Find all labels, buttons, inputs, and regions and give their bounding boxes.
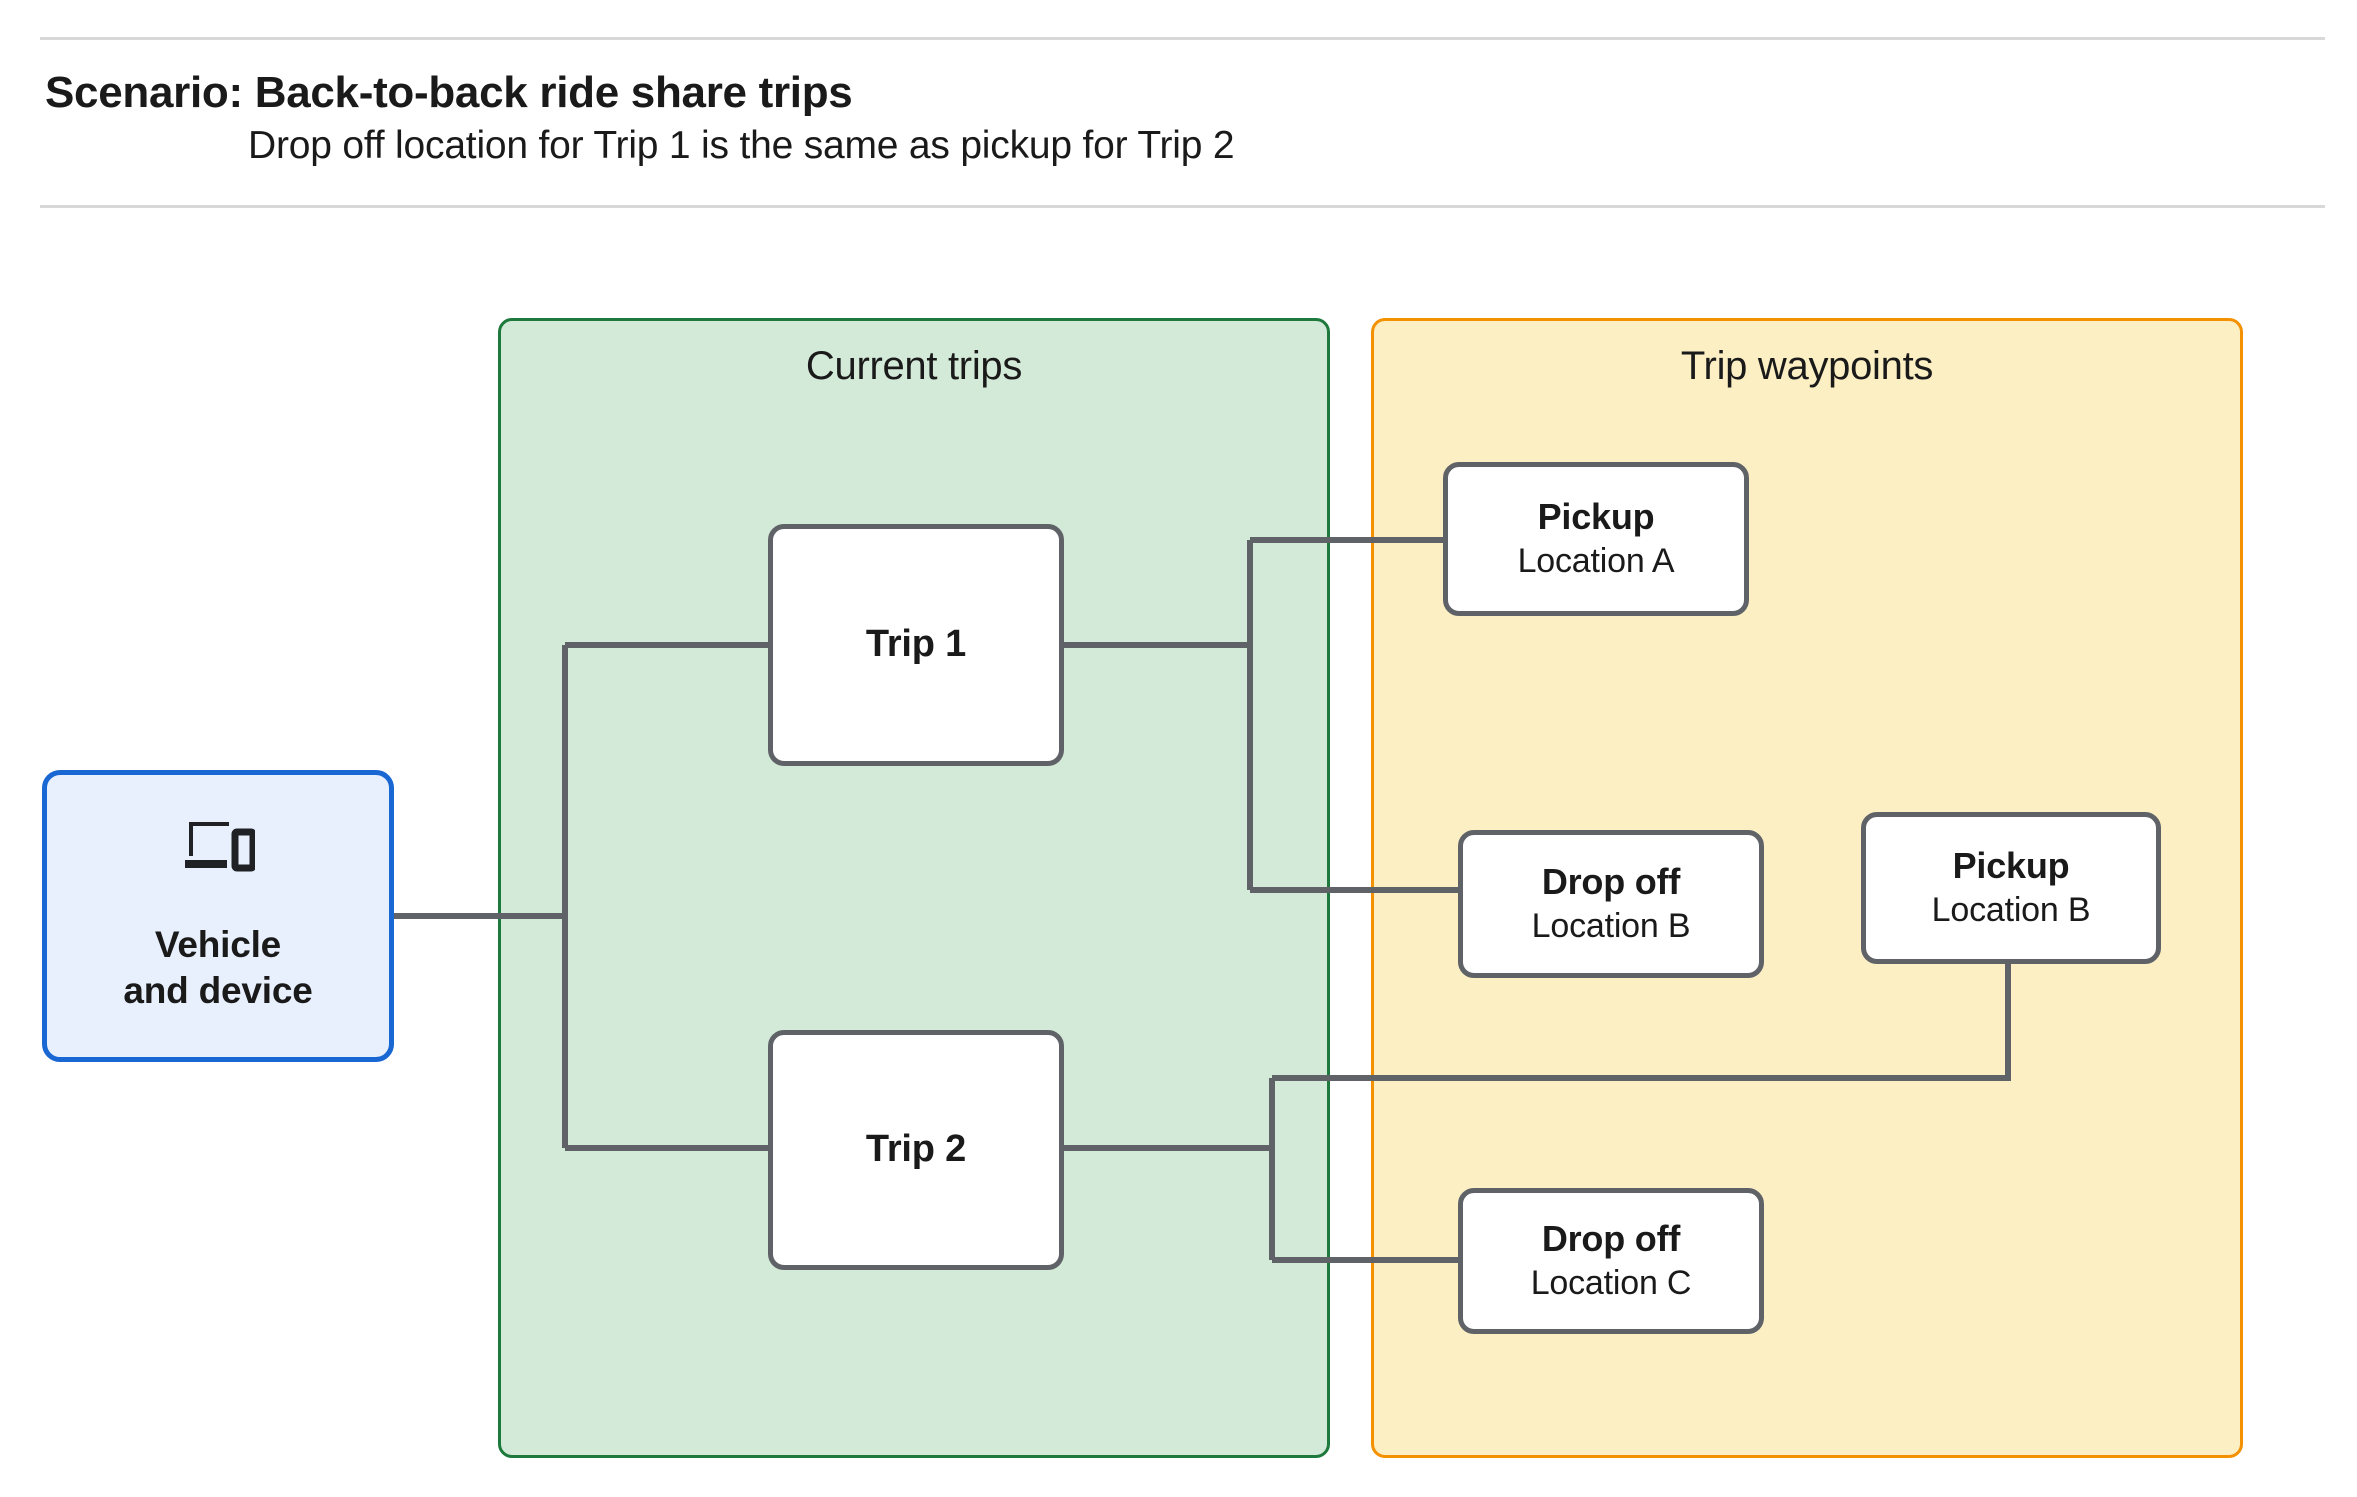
waypoint-type: Pickup bbox=[1537, 495, 1655, 537]
group-title-trip-waypoints: Trip waypoints bbox=[1680, 344, 1934, 388]
laptop-and-phone-icon bbox=[185, 821, 255, 872]
waypoint-type: Drop off bbox=[1541, 1217, 1681, 1259]
node-vehicle-and-device[interactable]: Vehicle and device bbox=[42, 770, 394, 1062]
waypoint-location: Location B bbox=[1531, 907, 1691, 946]
waypoint-location: Location B bbox=[1931, 891, 2091, 930]
node-trip-2-label: Trip 2 bbox=[865, 1128, 967, 1171]
node-trip-1[interactable]: Trip 1 bbox=[768, 524, 1064, 766]
node-waypoint-pickup-b[interactable]: Pickup Location B bbox=[1861, 812, 2161, 964]
vehicle-label: Vehicle and device bbox=[123, 923, 313, 1011]
header-divider-bottom bbox=[40, 205, 2325, 208]
node-waypoint-dropoff-b[interactable]: Drop off Location B bbox=[1458, 830, 1764, 978]
waypoint-type: Drop off bbox=[1541, 860, 1681, 902]
page-title: Scenario: Back-to-back ride share trips bbox=[45, 68, 853, 117]
node-trip-2[interactable]: Trip 2 bbox=[768, 1030, 1064, 1270]
waypoint-location: Location C bbox=[1530, 1264, 1692, 1303]
header-divider-top bbox=[40, 37, 2325, 40]
page-subtitle: Drop off location for Trip 1 is the same… bbox=[248, 124, 1235, 167]
node-waypoint-dropoff-c[interactable]: Drop off Location C bbox=[1458, 1188, 1764, 1334]
node-waypoint-pickup-a[interactable]: Pickup Location A bbox=[1443, 462, 1749, 616]
node-trip-1-label: Trip 1 bbox=[865, 623, 967, 666]
link-trip2-pickup-b bbox=[1272, 964, 2011, 1081]
group-title-current-trips: Current trips bbox=[805, 344, 1023, 388]
waypoint-type: Pickup bbox=[1952, 844, 2070, 886]
waypoint-location: Location A bbox=[1517, 542, 1675, 581]
